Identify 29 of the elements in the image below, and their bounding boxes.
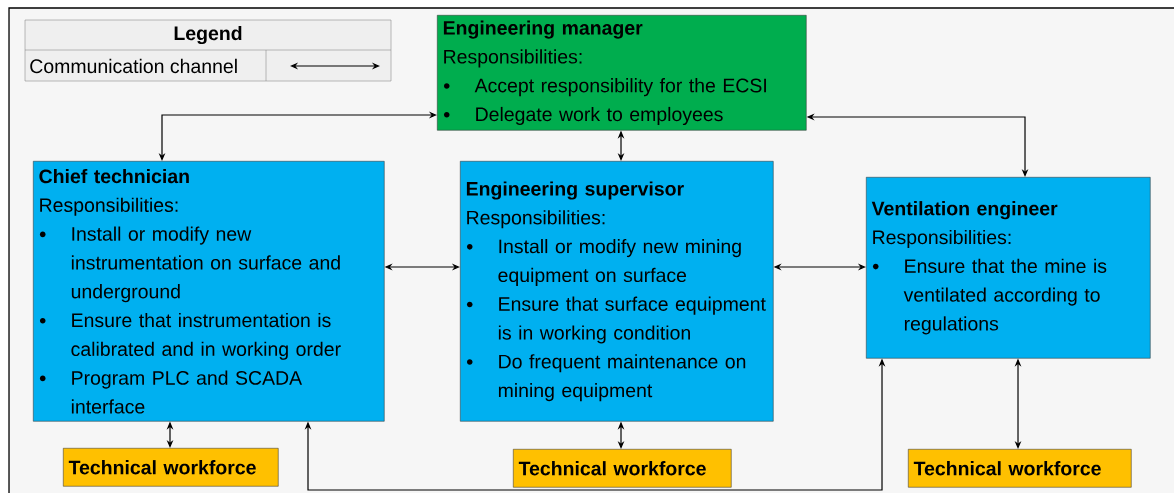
box-heading: Chief technician (39, 168, 189, 184)
workforce-box (513, 449, 732, 488)
box-heading: Technical workforce (518, 461, 706, 476)
subheading: Responsibilities: (444, 49, 582, 68)
workforce-box (908, 449, 1132, 488)
bullet-item: Program PLC and SCADA interface (39, 370, 303, 414)
workforce-box (63, 448, 279, 487)
box-heading: Technical workforce (68, 460, 256, 475)
role-box (33, 161, 385, 422)
role-box (437, 15, 807, 131)
subheading: Responsibilities: (873, 229, 1011, 249)
role-box (460, 161, 774, 422)
bullet-item: Install or modify new mining equipment on surface (466, 239, 741, 286)
bullet-item: Ensure that instrumentation is calibrated and in working order (39, 312, 341, 360)
bullet-item: Install or modify new instrumentation on surface and underground (39, 226, 340, 303)
bullet-item: Accept responsibility for the ECSI (443, 78, 766, 97)
role-box (866, 177, 1151, 359)
legend-title: Legend (174, 25, 242, 45)
bullet-item: Delegate work to employees (443, 106, 723, 126)
box-heading: Ventilation engineer (871, 201, 1058, 220)
box-heading: Technical workforce (913, 461, 1101, 476)
legend-text: Communication channel (30, 58, 237, 74)
subheading: Responsibilities: (40, 197, 178, 216)
bullet-item: Ensure that the mine is ventilated according to regulations (872, 258, 1107, 335)
bullet-item: Ensure that surface equipment is in working condition (466, 296, 766, 344)
bullet-item: Do frequent maintenance on mining equipment (466, 354, 746, 402)
box-heading: Engineering manager (443, 20, 643, 39)
box-heading: Engineering supervisor (466, 181, 684, 200)
subheading: Responsibilities: (467, 210, 605, 229)
